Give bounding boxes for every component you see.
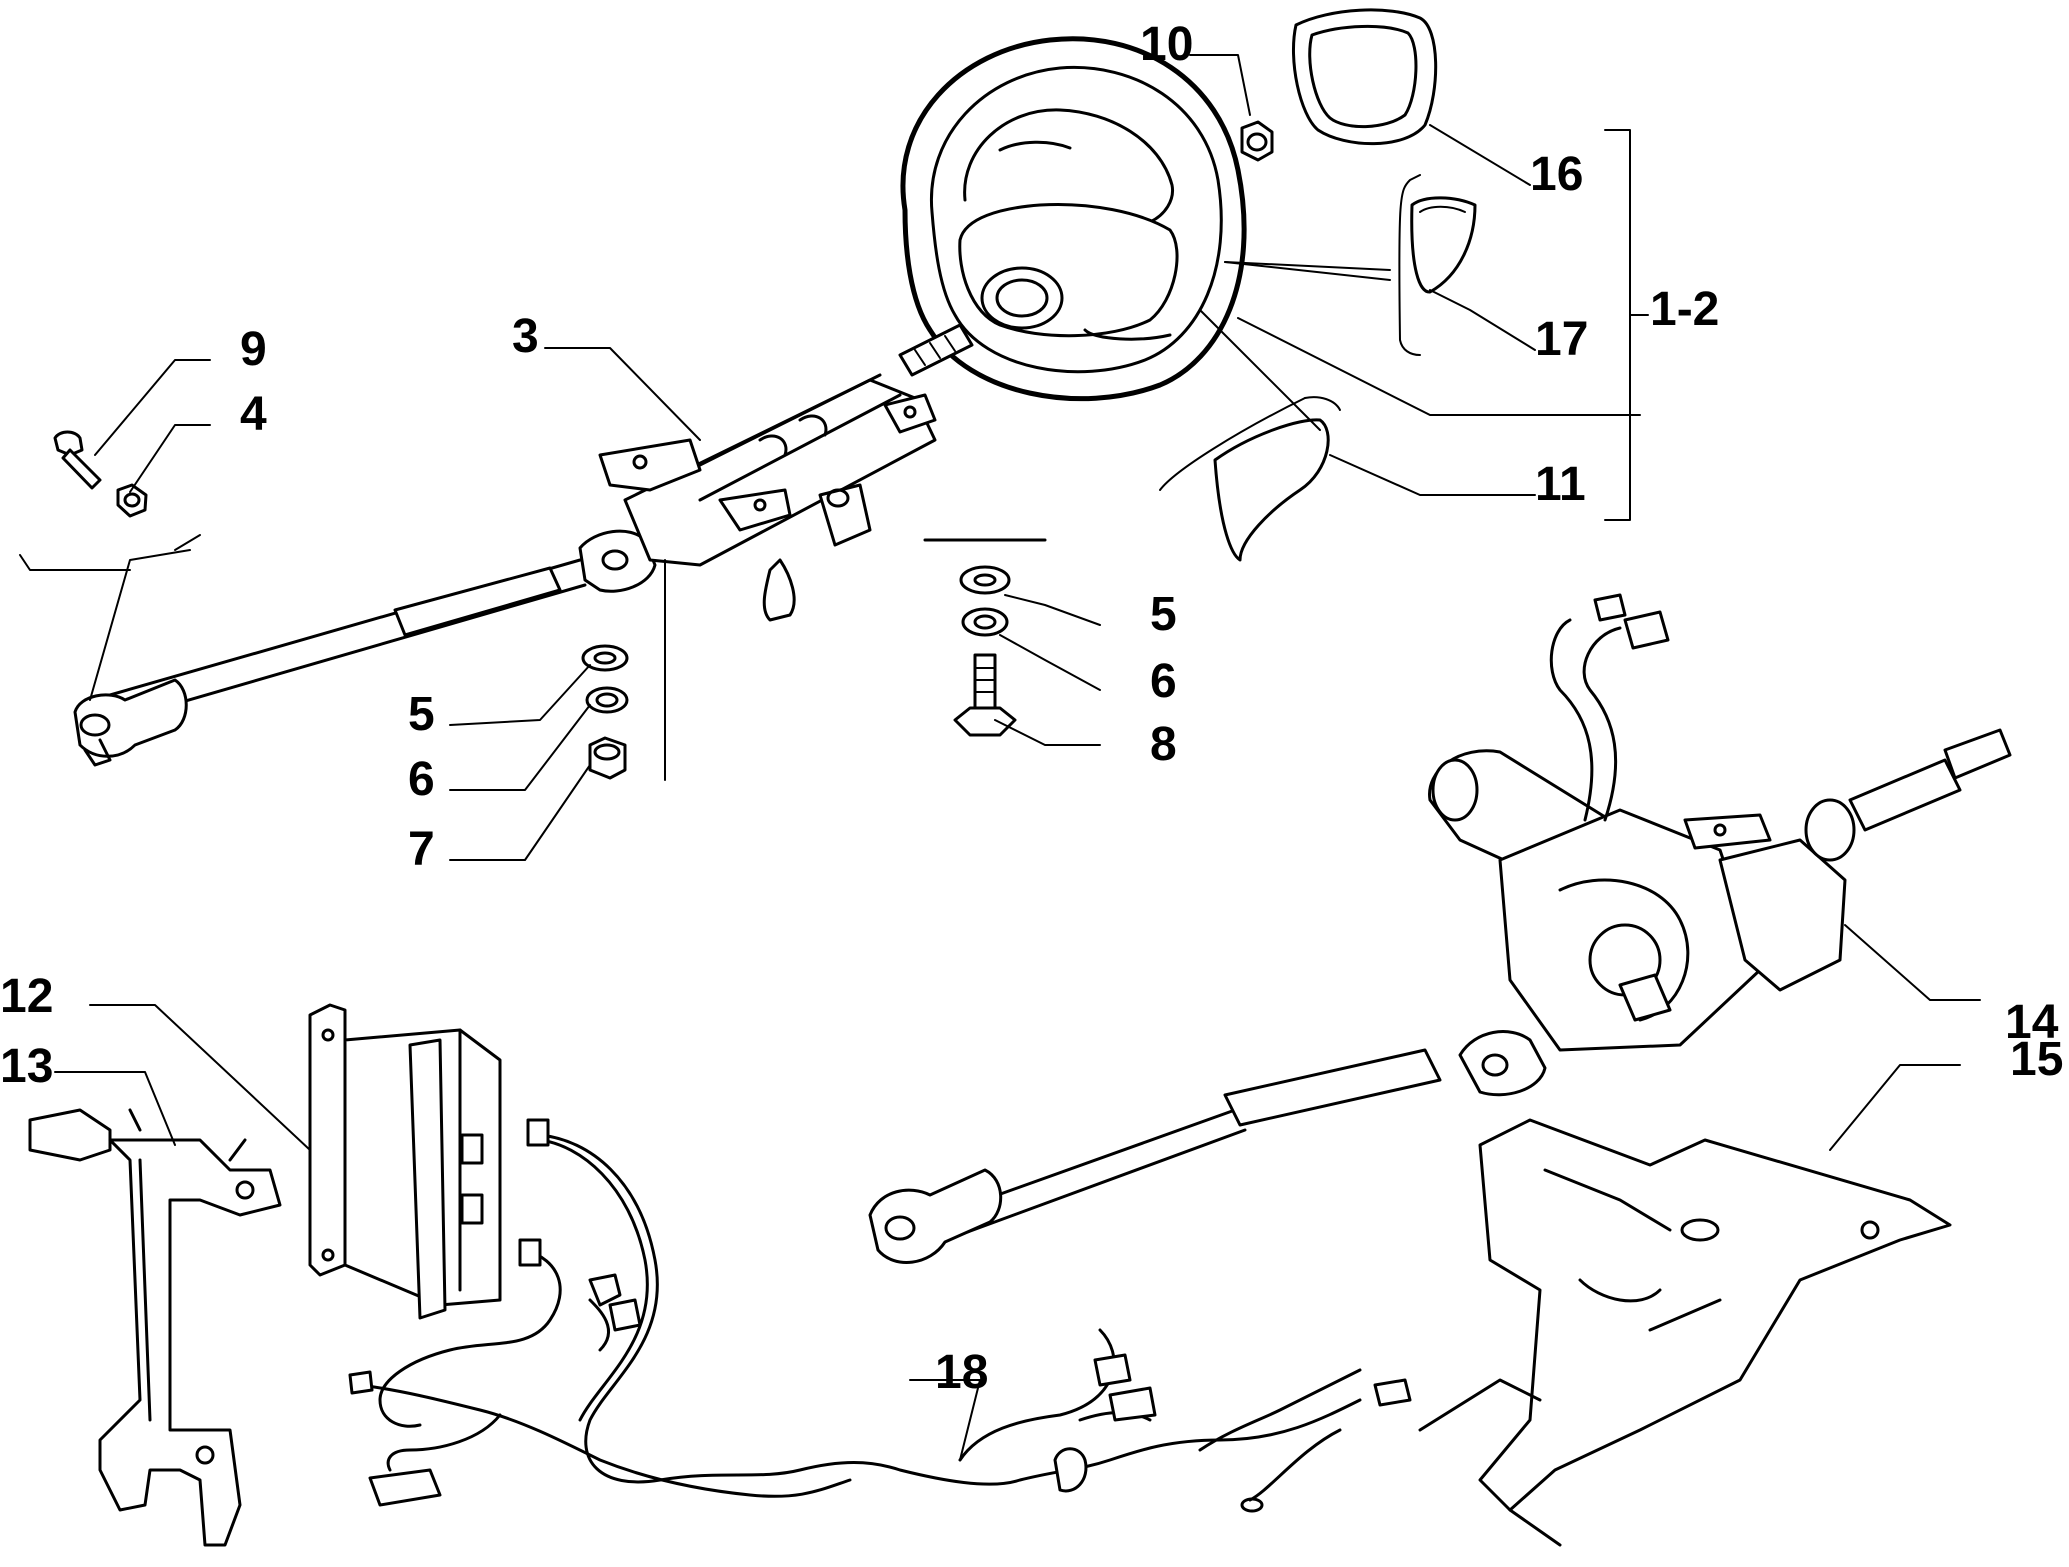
label-15: 15 <box>2010 1033 2063 1086</box>
label-9: 9 <box>240 323 267 376</box>
steering-column-icon <box>73 323 974 767</box>
label-10: 10 <box>1140 18 1193 71</box>
washer-icon <box>581 644 629 780</box>
label-6-left: 6 <box>408 753 435 806</box>
label-13: 13 <box>0 1040 53 1093</box>
label-12: 12 <box>0 970 53 1023</box>
label-5-left: 5 <box>408 688 435 741</box>
label-14: 14 <box>2005 996 2059 1049</box>
label-16: 16 <box>1530 148 1583 201</box>
label-8: 8 <box>1150 718 1177 771</box>
steering-wheel-icon <box>900 36 1247 402</box>
nut-icon <box>1240 120 1274 162</box>
insert-icon <box>1410 196 1477 294</box>
bolt-icon <box>53 430 102 490</box>
washer-icon <box>953 565 1017 737</box>
cover-icon <box>1159 396 1341 562</box>
electric-power-steering-column-icon <box>868 593 2012 1264</box>
horn-pad-icon <box>1292 8 1438 146</box>
label-17: 17 <box>1535 313 1588 366</box>
label-18: 18 <box>935 1346 988 1399</box>
label-5-right: 5 <box>1150 588 1177 641</box>
support-bracket-icon <box>1418 1118 1952 1547</box>
label-11: 11 <box>1535 458 1586 511</box>
control-unit-icon <box>308 1003 502 1320</box>
wiring-harness-icon <box>348 1118 1412 1513</box>
label-4: 4 <box>240 388 267 441</box>
label-7: 7 <box>408 823 435 876</box>
label-1-2: 1-2 <box>1650 283 1719 336</box>
label-6-right: 6 <box>1150 655 1177 708</box>
bracket-icon <box>28 1108 282 1547</box>
nut-icon <box>116 483 148 518</box>
label-3: 3 <box>512 310 539 363</box>
